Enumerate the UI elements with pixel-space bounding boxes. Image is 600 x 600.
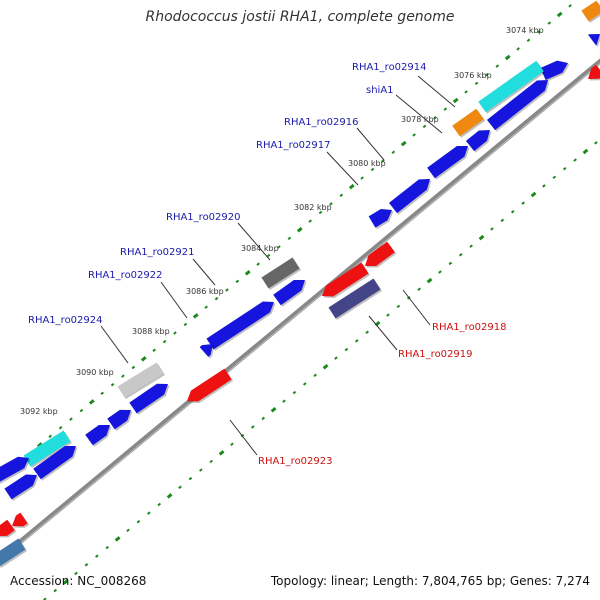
gene-block-steel-1[interactable] <box>0 538 28 568</box>
gene-arrow-blue-small[interactable] <box>199 344 215 359</box>
gene-label-ro02921[interactable]: RHA1_ro02921 <box>120 247 195 258</box>
accession-text: Accession: NC_008268 <box>10 574 147 588</box>
tick-label-3074: 3074 kbp <box>506 26 544 35</box>
tick-label-3078: 3078 kbp <box>401 115 439 124</box>
tick-label-3080: 3080 kbp <box>348 159 386 168</box>
gene-arrow-blue-3[interactable] <box>465 130 492 153</box>
gene-arrow-blue-6[interactable] <box>368 209 394 230</box>
gene-arrow-blue-9[interactable] <box>129 383 170 415</box>
gene-label-ro02920[interactable]: RHA1_ro02920 <box>166 212 241 223</box>
genome-backbone-shadow <box>0 62 600 562</box>
gene-arrow-blue-4[interactable] <box>427 146 470 180</box>
gene-arrow-blue-8[interactable] <box>206 301 276 351</box>
tick-label-3086: 3086 kbp <box>186 287 224 296</box>
gene-label-ro02918[interactable]: RHA1_ro02918 <box>432 322 507 333</box>
tick-label-3076: 3076 kbp <box>454 71 492 80</box>
gene-arrow-blue-2[interactable] <box>486 80 550 132</box>
gene-arrow-red-2[interactable] <box>322 262 371 299</box>
leader-lines <box>100 75 456 456</box>
gene-label-shia1[interactable]: shiA1 <box>366 85 394 96</box>
genome-summary-text: Topology: linear; Length: 7,804,765 bp; … <box>270 574 590 588</box>
gene-arrow-blue-5[interactable] <box>388 179 432 215</box>
gene-arrow-blue-topright[interactable] <box>588 34 600 47</box>
gene-arrow-blue-10[interactable] <box>107 409 133 431</box>
tick-label-3084: 3084 kbp <box>241 244 279 253</box>
gene-arrow-blue-11[interactable] <box>85 424 112 447</box>
tick-label-3088: 3088 kbp <box>132 327 170 336</box>
gene-block-orange-1[interactable] <box>452 108 486 138</box>
genome-backbone <box>0 58 600 562</box>
gene-label-ro02916[interactable]: RHA1_ro02916 <box>284 117 359 128</box>
genome-title: Rhodococcus jostii RHA1, complete genome <box>145 9 455 25</box>
gene-block-lightgray-1[interactable] <box>117 362 165 400</box>
gene-label-ro02923[interactable]: RHA1_ro02923 <box>258 456 333 467</box>
gene-block-orange-top[interactable] <box>581 0 600 23</box>
gene-arrow-blue-1[interactable] <box>540 60 570 82</box>
gene-label-ro02919[interactable]: RHA1_ro02919 <box>398 349 473 360</box>
gene-arrow-blue-14[interactable] <box>0 456 31 484</box>
gene-features <box>0 0 600 568</box>
gene-block-slate-1[interactable] <box>328 278 383 320</box>
gene-label-ro02924[interactable]: RHA1_ro02924 <box>28 315 103 326</box>
tick-label-3092: 3092 kbp <box>20 407 58 416</box>
tick-track-lower <box>43 141 598 600</box>
gene-label-ro02917[interactable]: RHA1_ro02917 <box>256 140 331 151</box>
gene-arrow-red-4[interactable] <box>12 512 30 528</box>
tick-label-3082: 3082 kbp <box>294 203 332 212</box>
gene-arrow-red-1[interactable] <box>365 241 397 268</box>
gene-arrow-blue-13[interactable] <box>4 474 39 501</box>
gene-arrow-blue-7[interactable] <box>273 279 307 307</box>
gene-block-gray-1[interactable] <box>261 257 302 290</box>
gene-label-ro02914[interactable]: RHA1_ro02914 <box>352 62 427 73</box>
gene-arrow-red-right[interactable] <box>588 64 600 81</box>
gene-block-cyan-2[interactable] <box>23 430 72 469</box>
gene-block-cyan-1[interactable] <box>478 60 546 114</box>
tick-label-3090: 3090 kbp <box>76 368 114 377</box>
gene-label-ro02922[interactable]: RHA1_ro02922 <box>88 270 163 281</box>
gene-arrow-blue-12[interactable] <box>33 445 78 481</box>
gene-arrow-red-3[interactable] <box>187 368 234 403</box>
tick-track-upper <box>0 4 572 480</box>
gene-arrow-red-5[interactable] <box>0 519 17 538</box>
